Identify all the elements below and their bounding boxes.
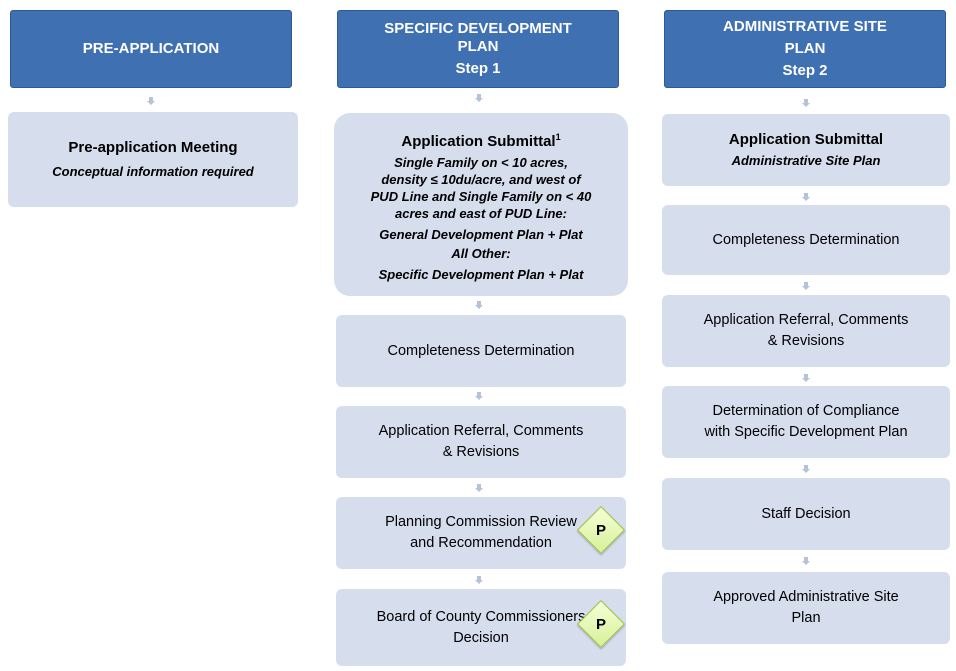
box-subtitle: Conceptual information required [52, 164, 254, 179]
box-text: & Revisions [767, 333, 845, 349]
determination-of-compliance-box: Determination of Compliance with Specifi… [662, 386, 950, 458]
box-text: Completeness Determination [712, 231, 900, 248]
criteria-line: Specific Development Plan + Plat [378, 266, 584, 282]
administrative-site-plan-header: ADMINISTRATIVE SITE PLAN Step 2 [664, 10, 946, 88]
box-text: Staff Decision [761, 505, 851, 522]
pre-application-header: PRE-APPLICATION [10, 10, 292, 88]
criteria-line: PUD Line and Single Family on < 40 [370, 188, 592, 204]
application-referral-box: Application Referral, Comments & Revisio… [336, 406, 626, 478]
planning-commission-box: Planning Commission Review and Recommend… [336, 497, 626, 569]
box-text: Completeness Determination [387, 342, 575, 359]
header-line: ADMINISTRATIVE SITE [723, 18, 887, 35]
criteria-line: acres and east of PUD Line: [395, 205, 567, 221]
badge-label: P [595, 615, 606, 633]
specific-development-plan-header: SPECIFIC DEVELOPMENT PLAN Step 1 [337, 10, 619, 88]
criteria-line: General Development Plan + Plat [379, 226, 583, 242]
box-subtitle: Administrative Site Plan [731, 153, 881, 168]
application-submittal-asp-box: Application Submittal Administrative Sit… [662, 114, 950, 186]
box-text: Application Referral, Comments [703, 312, 909, 328]
application-submittal-box: Application Submittal1 Single Family on … [334, 113, 628, 296]
criteria-line: Single Family on < 10 acres, [394, 154, 568, 170]
box-text: & Revisions [442, 444, 520, 460]
box-text: Planning Commission Review [385, 514, 577, 530]
pre-application-meeting-box: Pre-application Meeting Conceptual infor… [8, 112, 298, 207]
criteria-line: All Other: [451, 245, 511, 261]
header-line: SPECIFIC DEVELOPMENT [384, 20, 572, 37]
box-text: Decision [453, 629, 509, 646]
box-text: Plan [791, 610, 821, 626]
box-text: Approved Administrative Site [713, 589, 899, 605]
header-line: Step 1 [455, 60, 501, 77]
completeness-determination-box: Completeness Determination [336, 315, 626, 387]
header-line: PRE-APPLICATION [82, 40, 220, 57]
badge-label: P [595, 521, 606, 539]
criteria-line: density ≤ 10du/acre, and west of [381, 171, 581, 187]
completeness-determination-asp-box: Completeness Determination [662, 205, 950, 275]
box-title-text: Application Submittal [401, 132, 556, 150]
approved-administrative-site-plan-box: Approved Administrative Site Plan [662, 572, 950, 644]
staff-decision-box: Staff Decision [662, 478, 950, 550]
header-line: PLAN [457, 38, 499, 55]
box-title: Application Submittal1 [401, 127, 560, 152]
footnote-marker: 1 [555, 131, 561, 142]
header-line: Step 2 [782, 62, 828, 79]
board-of-county-commissioners-box: Board of County Commissioners Decision [336, 589, 626, 666]
box-title: Pre-application Meeting [68, 139, 238, 156]
box-text: Determination of Compliance [712, 403, 900, 419]
box-text: Board of County Commissioners [376, 608, 586, 625]
box-title: Application Submittal [728, 131, 884, 148]
header-line: PLAN [784, 40, 826, 57]
application-referral-asp-box: Application Referral, Comments & Revisio… [662, 295, 950, 367]
box-text: Application Referral, Comments [378, 423, 584, 439]
box-text: with Specific Development Plan [704, 424, 908, 440]
box-text: and Recommendation [410, 535, 552, 551]
